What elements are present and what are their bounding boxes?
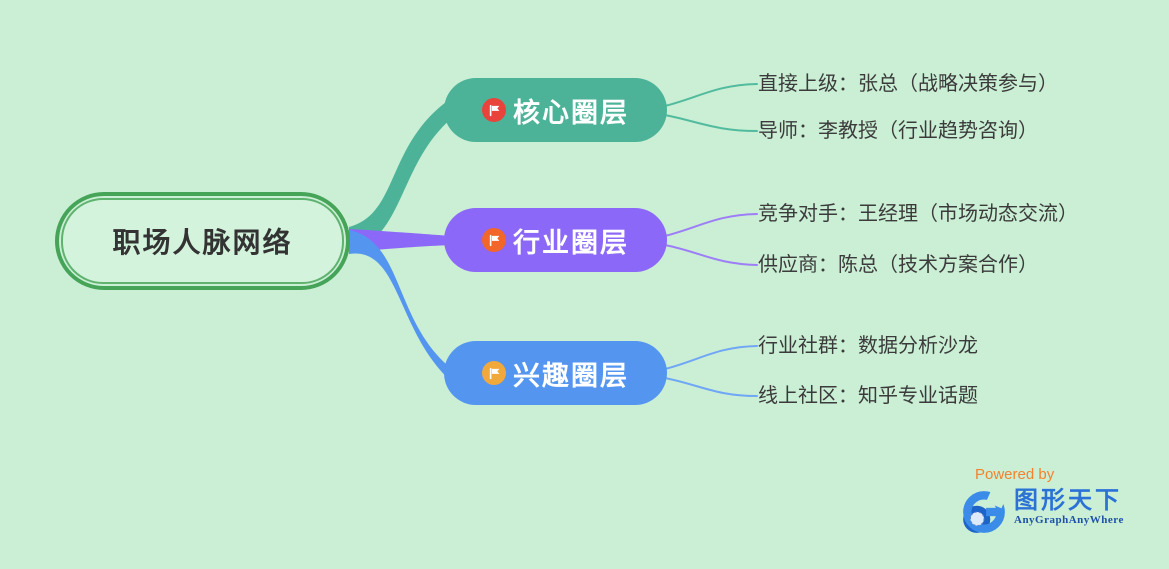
brand-text: 图形天下 AnyGraphAnyWhere — [1014, 487, 1124, 527]
anygraph-logo-icon — [963, 490, 1007, 533]
leaf-node-industry-2[interactable]: 供应商：陈总（技术方案合作） — [758, 254, 1038, 276]
leaf-node-core-2[interactable]: 导师：李教授（行业趋势咨询） — [758, 120, 1038, 142]
leaf-node-core-1[interactable]: 直接上级：张总（战略决策参与） — [758, 73, 1058, 95]
leaf-link-interest-1 — [664, 345, 758, 370]
root-title: 职场人脉网络 — [112, 227, 293, 258]
leaf-link-core-2 — [664, 114, 758, 132]
leaf-node-interest-1[interactable]: 行业社群：数据分析沙龙 — [758, 335, 978, 357]
brand-logo[interactable]: 图形天下 AnyGraphAnyWhere — [960, 488, 1124, 536]
flag-icon — [482, 98, 506, 122]
branch-node-interest[interactable]: 兴趣圈层 — [444, 341, 667, 405]
root-node-inner: 职场人脉网络 — [61, 198, 344, 284]
branch-label: 核心圈层 — [513, 97, 629, 128]
brand-name-cn: 图形天下 — [1014, 487, 1122, 514]
branch-link-core — [349, 102, 452, 251]
leaf-node-interest-2[interactable]: 线上社区：知乎专业话题 — [758, 385, 978, 407]
root-node[interactable]: 职场人脉网络 — [55, 192, 350, 290]
leaf-link-industry-2 — [664, 244, 758, 266]
branch-label: 兴趣圈层 — [513, 360, 629, 391]
leaf-link-industry-1 — [664, 213, 758, 237]
brand-name-en: AnyGraphAnyWhere — [1014, 514, 1124, 526]
leaf-node-industry-1[interactable]: 竞争对手：王经理（市场动态交流） — [758, 203, 1078, 225]
leaf-link-core-1 — [664, 83, 758, 107]
branch-link-interest — [349, 230, 452, 382]
branch-node-industry[interactable]: 行业圈层 — [444, 208, 667, 272]
branch-node-core[interactable]: 核心圈层 — [444, 78, 667, 142]
leaf-link-interest-2 — [664, 377, 758, 397]
flag-icon — [482, 228, 506, 252]
branch-label: 行业圈层 — [513, 227, 629, 258]
flag-icon — [482, 361, 506, 385]
powered-by-label: Powered by — [975, 466, 1055, 483]
